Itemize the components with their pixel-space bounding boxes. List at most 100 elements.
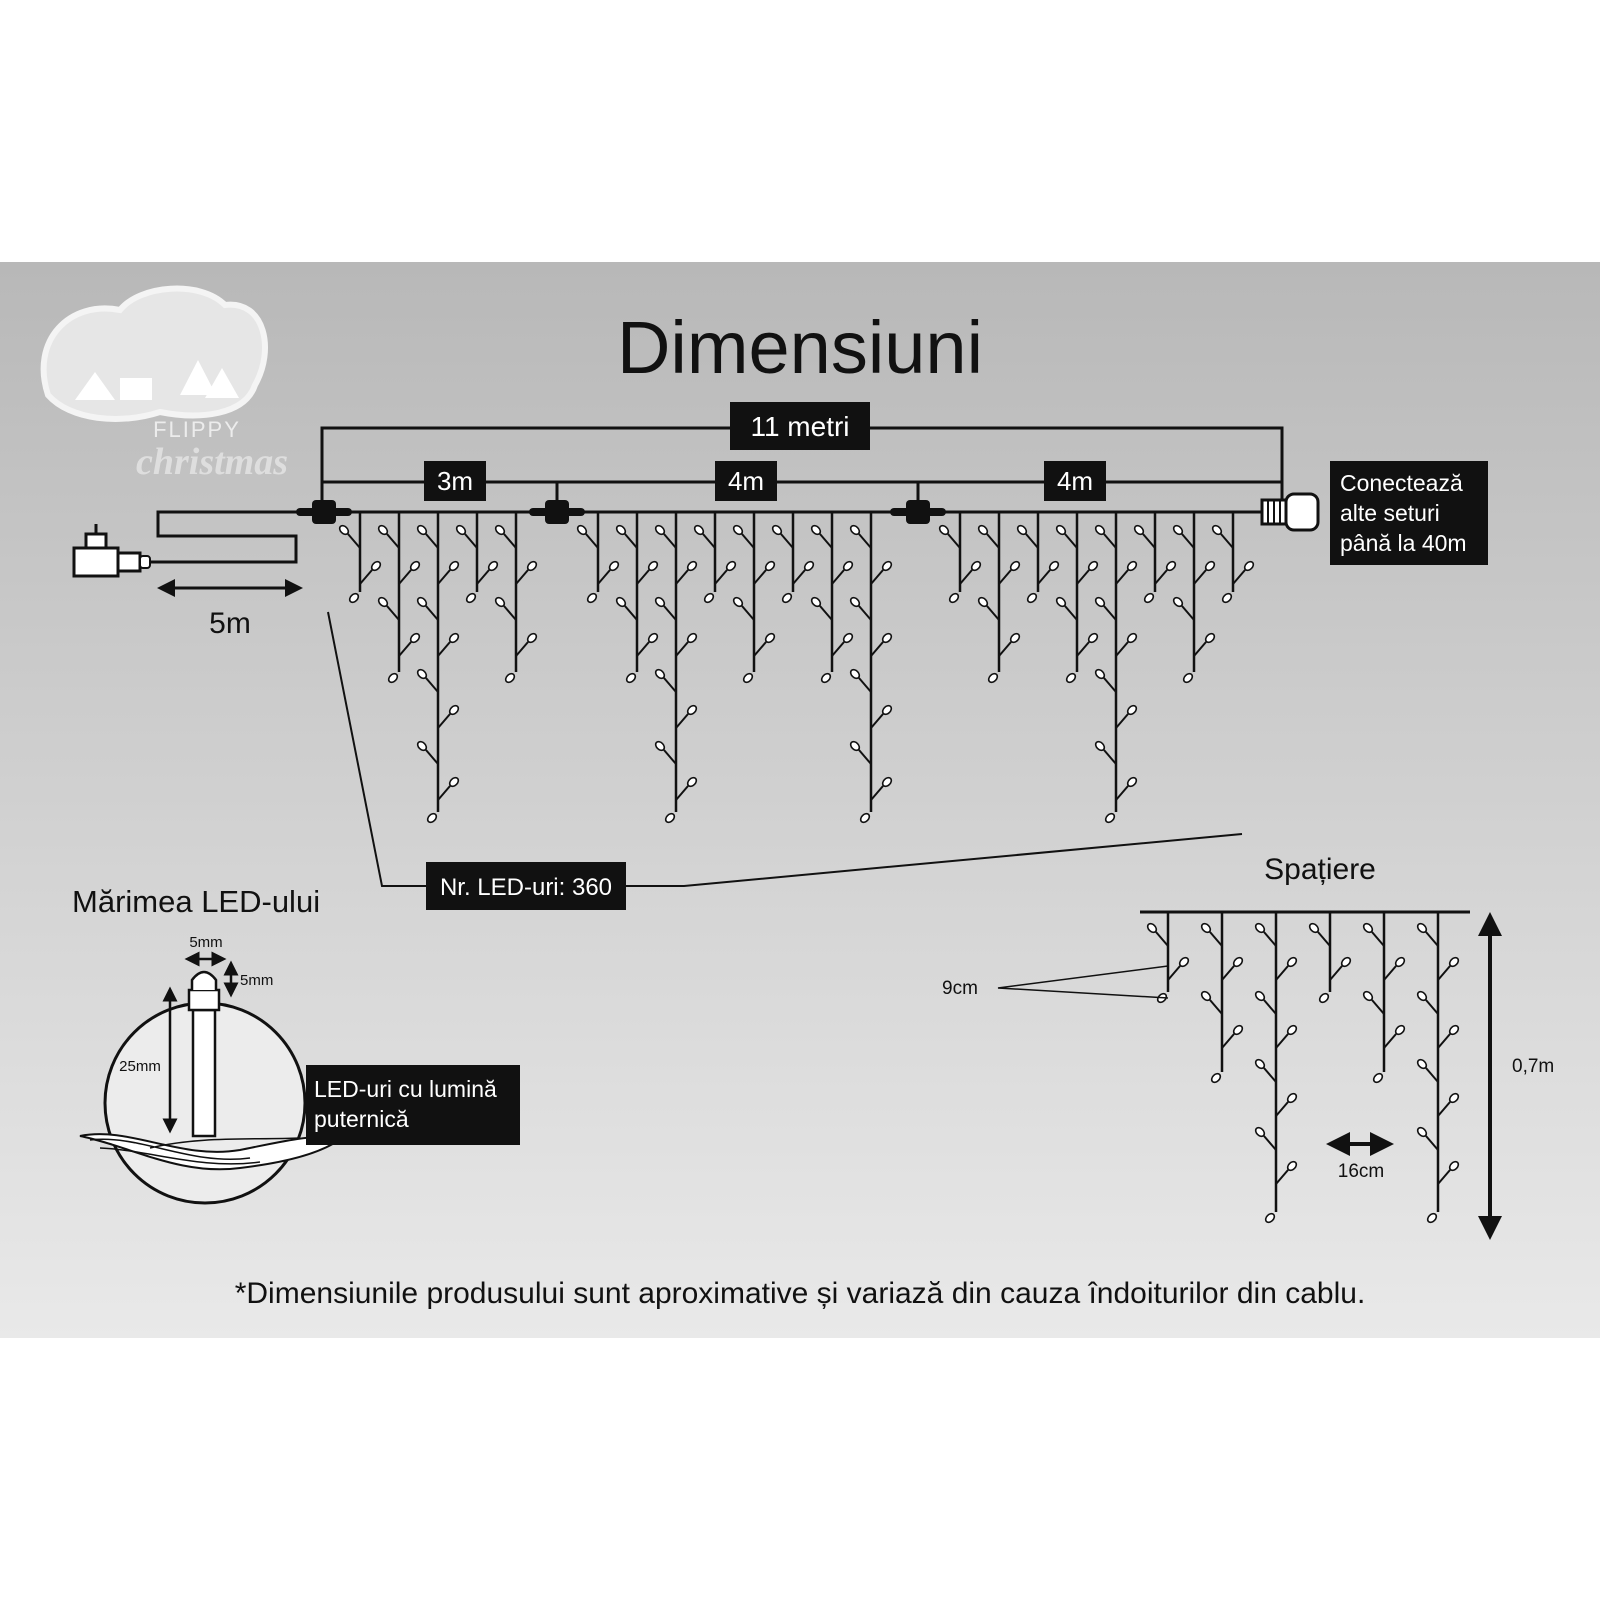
led-bulb xyxy=(526,560,538,572)
led-bulb xyxy=(820,672,832,684)
led-bulb xyxy=(1200,990,1212,1002)
led-bulb xyxy=(487,560,499,572)
led-bulb xyxy=(1055,524,1067,536)
led-bulb xyxy=(849,524,861,536)
led-bulb xyxy=(1094,740,1106,752)
segment-3-label: 4m xyxy=(1057,466,1093,496)
led-bulb xyxy=(1286,1092,1298,1104)
led-bulb xyxy=(448,632,460,644)
led-feature-line-2: puternică xyxy=(314,1106,409,1132)
led-bulb xyxy=(494,524,506,536)
led-bulb xyxy=(608,560,620,572)
led-bulb xyxy=(654,740,666,752)
led-bulb xyxy=(693,524,705,536)
led-bulb xyxy=(810,596,822,608)
led-bulb xyxy=(1126,560,1138,572)
led-bulb xyxy=(764,560,776,572)
led-bulb xyxy=(1286,1024,1298,1036)
led-count-callout-line xyxy=(327,611,428,887)
led-bulb xyxy=(448,704,460,716)
led-bulb xyxy=(1254,990,1266,1002)
led-bulb xyxy=(1126,704,1138,716)
led-bulb xyxy=(881,704,893,716)
led-bulb xyxy=(1372,1072,1384,1084)
led-bulb xyxy=(664,812,676,824)
led-bulb xyxy=(970,560,982,572)
led-bulb xyxy=(1232,1024,1244,1036)
led-bulb xyxy=(1200,922,1212,934)
led-bulb xyxy=(1362,990,1374,1002)
led-bulb xyxy=(859,812,871,824)
led-bulb xyxy=(686,632,698,644)
led-bulb xyxy=(1126,632,1138,644)
segment-1-label: 3m xyxy=(437,466,473,496)
led-bulb xyxy=(1094,668,1106,680)
led-bulb xyxy=(448,560,460,572)
led-bulb xyxy=(1426,1212,1438,1224)
led-bulb xyxy=(448,776,460,788)
led-bulb xyxy=(1182,672,1194,684)
led-bulb xyxy=(1362,922,1374,934)
led-bulb xyxy=(1448,1092,1460,1104)
spacing-horizontal-label: 16cm xyxy=(1338,1161,1384,1182)
led-bulb xyxy=(615,596,627,608)
led-bulb xyxy=(1394,956,1406,968)
led-bulb xyxy=(576,524,588,536)
led-bulb xyxy=(1308,922,1320,934)
led-bulb xyxy=(1318,992,1330,1004)
led-size-title: Mărimea LED-ului xyxy=(72,884,320,919)
led-bulb xyxy=(1210,1072,1222,1084)
led-bulb xyxy=(416,524,428,536)
led-bulb xyxy=(1394,1024,1406,1036)
footnote: *Dimensiunile produsului sunt aproximati… xyxy=(235,1277,1366,1310)
led-bulb xyxy=(742,672,754,684)
led-length-label: 25mm xyxy=(119,1058,161,1075)
led-bulb xyxy=(987,672,999,684)
led-bulb xyxy=(803,560,815,572)
led-bulb xyxy=(732,524,744,536)
led-bulb xyxy=(1055,596,1067,608)
lead-cable xyxy=(150,510,322,564)
led-bulb xyxy=(1016,524,1028,536)
logo-text-1: FLIPPY xyxy=(153,417,241,442)
led-bulb xyxy=(810,524,822,536)
led-bulb xyxy=(654,668,666,680)
led-bulb xyxy=(1416,1126,1428,1138)
led-bulb xyxy=(1172,524,1184,536)
led-bulb xyxy=(842,560,854,572)
inline-connector-3 xyxy=(890,500,946,524)
led-bulb xyxy=(1416,990,1428,1002)
led-bulb xyxy=(1448,956,1460,968)
total-length-label-bg xyxy=(730,402,870,450)
spacing-vertical-callout xyxy=(997,965,1169,999)
led-feature-label-bg xyxy=(306,1065,520,1145)
led-bulb xyxy=(764,632,776,644)
spacing-drop-label: 0,7m xyxy=(1512,1056,1554,1077)
led-bulb xyxy=(1048,560,1060,572)
logo-house-icon xyxy=(120,378,152,400)
led-bulb xyxy=(732,596,744,608)
led-bulb xyxy=(842,632,854,644)
spacing-title: Spațiere xyxy=(1264,853,1376,886)
led-bulb xyxy=(1009,560,1021,572)
led-bulb xyxy=(416,668,428,680)
led-bulb xyxy=(725,560,737,572)
led-bulb xyxy=(1143,592,1155,604)
segment-2-label-bg xyxy=(715,461,777,501)
led-bulb xyxy=(1254,922,1266,934)
led-bulb xyxy=(781,592,793,604)
led-bulb xyxy=(849,668,861,680)
led-count-callout-line-2 xyxy=(624,833,1243,887)
inline-connector-2 xyxy=(529,500,585,524)
logo-text-2: christmas xyxy=(136,441,288,483)
led-bulb xyxy=(647,560,659,572)
led-bulb xyxy=(409,560,421,572)
led-bulb xyxy=(938,524,950,536)
connect-note-bg xyxy=(1330,461,1488,565)
led-bulb xyxy=(647,632,659,644)
led-bulb xyxy=(1254,1058,1266,1070)
led-bulb xyxy=(1416,922,1428,934)
led-bulb xyxy=(1286,956,1298,968)
led-bulb xyxy=(409,632,421,644)
